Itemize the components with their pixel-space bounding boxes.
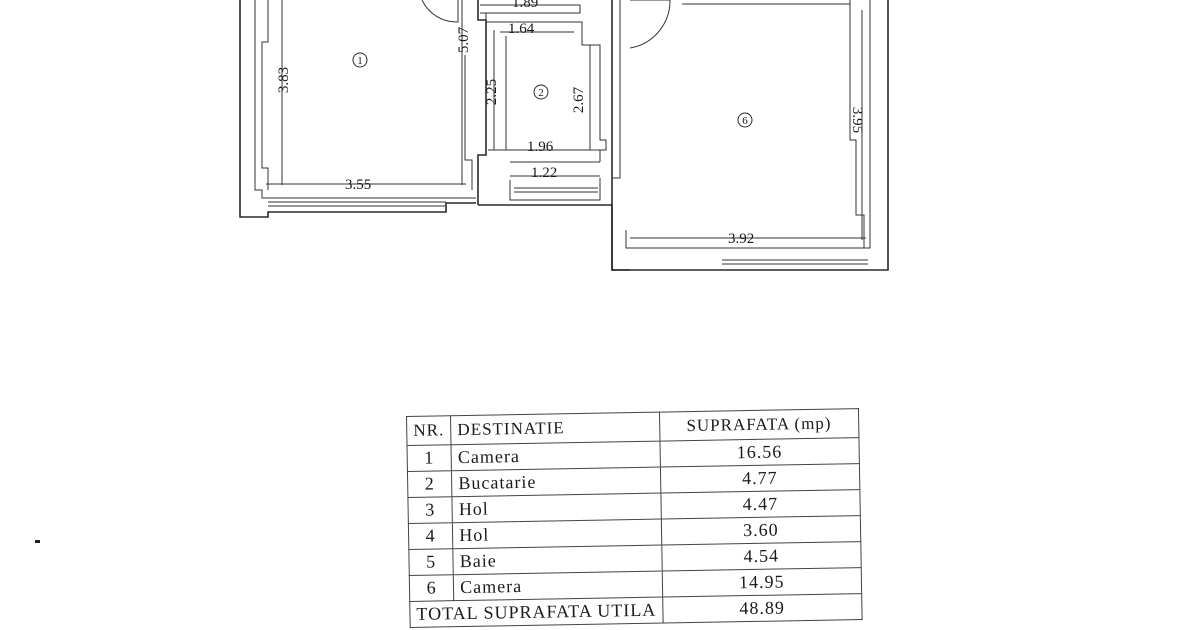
total-value: 48.89 [662, 593, 862, 624]
row-area: 4.47 [660, 489, 861, 520]
hall-walls [421, 0, 581, 23]
row-destination: Camera [451, 441, 661, 471]
row-destination: Bucatarie [451, 467, 661, 497]
row-area: 3.60 [661, 515, 861, 546]
row-area: 16.56 [659, 437, 860, 468]
row-nr: 4 [408, 522, 454, 550]
dim-label-1-22: 1.22 [531, 165, 557, 181]
row-area: 14.95 [662, 567, 862, 598]
row-nr: 5 [408, 548, 454, 576]
header-destination: DESTINATIE [450, 412, 660, 445]
room-1-walls [239, 0, 487, 218]
room-2-walls [478, 0, 630, 271]
dim-label-3-83: 3.83 [276, 67, 292, 93]
dimension-lines [266, 0, 866, 240]
dim-label-3-92: 3.92 [728, 231, 754, 247]
row-area: 4.54 [661, 541, 862, 572]
room-marker-1: 1 [352, 52, 368, 68]
room-1-window [268, 201, 446, 207]
dim-label-2-67: 2.67 [571, 86, 587, 113]
dim-label-2-25: 2.25 [484, 79, 500, 105]
svg-text:2: 2 [538, 87, 544, 99]
row-nr: 3 [407, 496, 453, 524]
room-2-window [514, 187, 598, 193]
room-marker-6: 6 [737, 112, 753, 128]
row-destination: Hol [452, 519, 662, 549]
total-label: TOTAL SUPRAFATA UTILA [409, 597, 663, 628]
row-nr: 2 [407, 470, 453, 498]
dim-label-3-95: 3.95 [849, 107, 865, 133]
row-area: 4.77 [660, 463, 860, 494]
row-destination: Baie [453, 545, 663, 575]
room-6-window [722, 259, 868, 265]
dim-label-5-07: 5.07 [456, 26, 472, 53]
row-destination: Hol [452, 493, 662, 523]
row-destination: Camera [453, 571, 663, 601]
header-nr: NR. [406, 415, 452, 446]
room-marker-2: 2 [533, 84, 549, 100]
row-nr: 1 [407, 444, 452, 472]
room-6-walls [611, 0, 889, 271]
scan-speck [35, 540, 40, 543]
svg-text:6: 6 [742, 115, 748, 127]
svg-text:1: 1 [357, 55, 363, 67]
dim-label-1-89: 1.89 [512, 0, 538, 11]
dim-label-1-64: 1.64 [508, 21, 535, 37]
row-nr: 6 [409, 574, 454, 602]
area-table: NR. DESTINATIE SUPRAFATA (mp) 1 Camera 1… [406, 408, 862, 628]
header-area: SUPRAFATA (mp) [659, 408, 859, 442]
dim-label-1-96: 1.96 [527, 139, 554, 155]
dim-label-3-55: 3.55 [345, 177, 371, 193]
